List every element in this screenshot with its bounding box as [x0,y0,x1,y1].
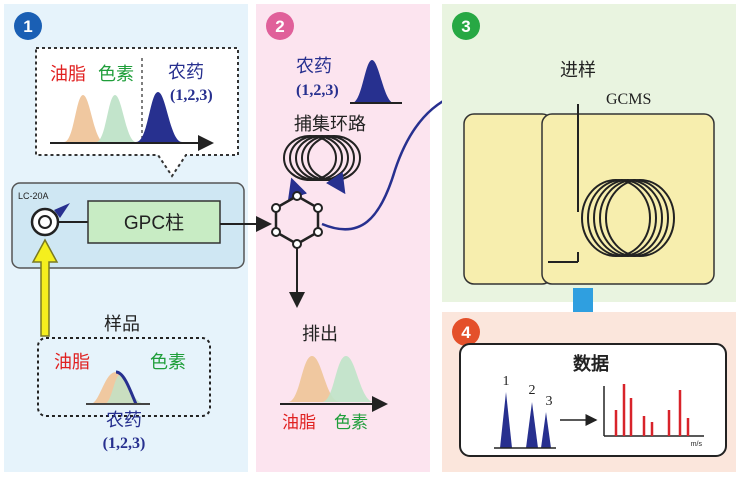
trapped-pesticide-peak [352,60,394,103]
gcms-label: GCMS [606,91,651,108]
instrument-label: LC-20A [18,191,49,201]
gc-column-coil [581,179,675,257]
discharge-oil-peak [288,356,340,402]
spectrum-axis-unit: m/s [691,441,703,448]
discharge-pigment-label: 色素 [334,413,368,432]
callout-pigment-peak [96,95,136,142]
switching-valve [271,191,323,249]
step-1-badge: 1 [14,12,42,40]
injection-label: 进样 [560,60,596,80]
trapped-pesticide-ids: (1,2,3) [296,82,339,99]
fraction-callout: 油脂 色素 农药 (1,2,3) [35,47,239,178]
injector-valve-inner [38,215,52,229]
data-box: 数据 1 2 3 m/s [459,343,727,457]
sample-pesticide-label: 农药 [106,410,142,430]
callout-oil-label: 油脂 [50,64,86,84]
spectrum-bars [614,384,690,436]
injector-flag [54,203,70,218]
sample-title: 样品 [104,314,140,334]
chromatogram: 1 2 3 [494,374,556,449]
gpc-instrument: LC-20A GPC柱 [11,182,245,269]
peak-1-label: 1 [503,374,510,389]
step-4-number: 4 [461,323,471,342]
peak-3 [541,412,551,448]
trap-loop-label: 捕集环路 [294,114,366,134]
gpc-column-label: GPC柱 [124,212,184,234]
step-2-number: 2 [275,17,284,36]
callout-pesticide-peak [136,92,182,142]
discharge-pigment-peak [322,356,374,402]
callout-pesticide-ids: (1,2,3) [170,87,213,104]
peak-2 [526,402,538,448]
discharge-oil-label: 油脂 [282,413,316,432]
loop-flow-arrow-left [288,177,308,200]
step-2-badge: 2 [266,12,294,40]
data-title: 数据 [573,353,609,374]
sample-pigment-label: 色素 [150,352,186,372]
gcms-instrument [463,104,715,285]
peak-1 [500,392,512,448]
discharge-label: 排出 [302,324,338,344]
peak-2-label: 2 [529,383,536,398]
loop-flow-arrow-right [325,171,346,195]
gpc-column [87,200,221,244]
mass-spectrum: m/s [603,384,704,448]
sample-pesticide-ids: (1,2,3) [103,435,146,452]
step-1-number: 1 [23,17,32,36]
sample-oil-label: 油脂 [54,352,90,372]
callout-pesticide-label: 农药 [168,62,204,82]
callout-oil-peak [64,95,104,142]
step-4-badge: 4 [452,318,480,346]
peak-3-label: 3 [546,394,553,409]
sample-injection-arrow [31,238,59,337]
sample-box: 油脂 色素 [37,337,211,417]
trapped-pesticide-label: 农药 [296,56,332,76]
step-3-number: 3 [461,17,470,36]
step-3-badge: 3 [452,12,480,40]
callout-pigment-label: 色素 [98,64,134,84]
